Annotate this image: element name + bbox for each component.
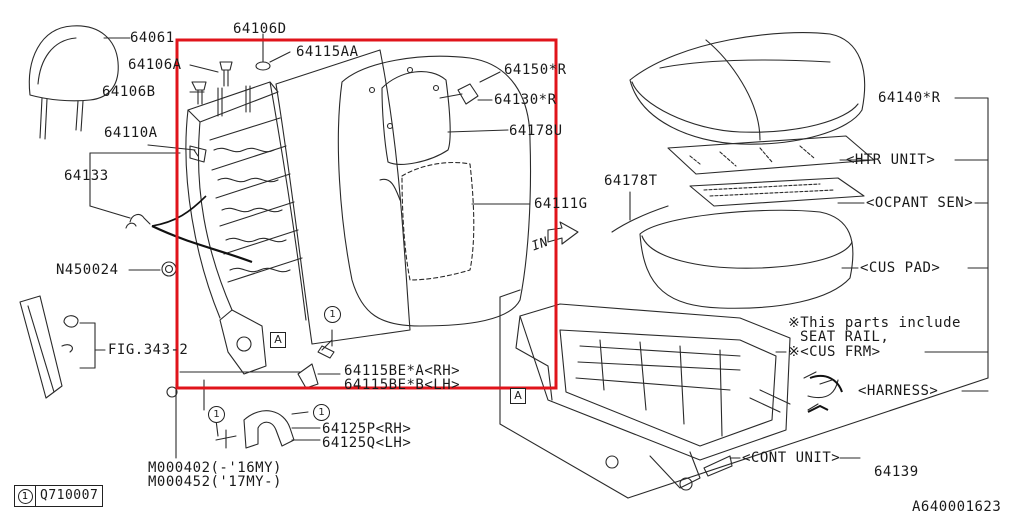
- label-64125q: 64125Q<LH>: [322, 435, 412, 451]
- label-64111g: 64111G: [534, 196, 588, 212]
- label-m000402: M000402(-'16MY): [148, 460, 282, 476]
- legend-number: 1: [17, 488, 33, 504]
- ref-circle-marker: 1: [208, 406, 225, 423]
- label-64140r: 64140*R: [878, 90, 941, 106]
- harness-right: [809, 374, 843, 393]
- leader-lines-left: [79, 37, 219, 369]
- label-64139: 64139: [874, 464, 919, 480]
- label-64133: 64133: [64, 168, 109, 184]
- label-64115be-b: 64115BE*B<LH>: [344, 377, 461, 393]
- harness-wire: [151, 225, 253, 264]
- lower-left-parts: [166, 371, 321, 459]
- trim-bar: [19, 295, 79, 399]
- legend-box: 1 Q710007: [14, 485, 104, 507]
- label-64130r: 64130*R: [494, 92, 557, 108]
- ref-circle-marker: 1: [324, 306, 341, 323]
- label-htr-unit: <HTR UNIT>: [846, 152, 936, 168]
- label-64106d: 64106D: [233, 21, 287, 37]
- seat-cushion-frame: [515, 303, 839, 491]
- in-arrow: [547, 221, 579, 245]
- label-64115aa: 64115AA: [296, 44, 359, 60]
- occupant-sensor: [689, 177, 865, 207]
- label-ocpant-sen: <OCPANT SEN>: [866, 195, 974, 211]
- label-n450024: N450024: [56, 262, 119, 278]
- heater-unit: [667, 135, 875, 175]
- label-64150r: 64150*R: [504, 62, 567, 78]
- bounding-lines-right: [499, 97, 989, 499]
- label-64110a: 64110A: [104, 125, 158, 141]
- label-fig-343-2: FIG.343-2: [108, 342, 189, 358]
- ref-box-a: A: [270, 332, 286, 348]
- seat-back-frame: [185, 81, 307, 375]
- label-harness: <HARNESS>: [858, 383, 939, 399]
- back-board: [275, 49, 411, 345]
- label-note-line2: SEAT RAIL,: [800, 329, 890, 345]
- label-64106a: 64106A: [128, 57, 182, 73]
- label-64061: 64061: [130, 30, 175, 46]
- label-64178t: 64178T: [604, 173, 658, 189]
- ref-circle-marker: 1: [313, 404, 330, 421]
- drawing-id: A640001623: [912, 499, 1002, 515]
- clip-n450024: [161, 261, 177, 277]
- seat-cushion-pad: [639, 209, 859, 309]
- label-cus-frm: ※<CUS FRM>: [788, 344, 881, 360]
- legend-part: Q710007: [40, 488, 99, 503]
- label-cont-unit: <CONT UNIT>: [742, 450, 841, 466]
- label-64115be-a: 64115BE*A<RH>: [344, 363, 461, 379]
- label-m000452: M000452('17MY-): [148, 474, 282, 490]
- label-note-line1: ※This parts include: [788, 315, 961, 331]
- fasteners: [191, 61, 335, 389]
- seat-cushion-cover: [629, 32, 866, 145]
- ref-box-a: A: [510, 388, 526, 404]
- legend-number-cell: 1: [15, 486, 36, 506]
- seat-back-cover: [337, 55, 532, 327]
- highlight-box: [175, 38, 558, 390]
- label-cus-pad: <CUS PAD>: [860, 260, 941, 276]
- label-64106b: 64106B: [102, 84, 156, 100]
- label-64125p: 64125P<RH>: [322, 421, 412, 437]
- label-64178u: 64178U: [509, 123, 563, 139]
- headrest-drawing: [28, 25, 119, 140]
